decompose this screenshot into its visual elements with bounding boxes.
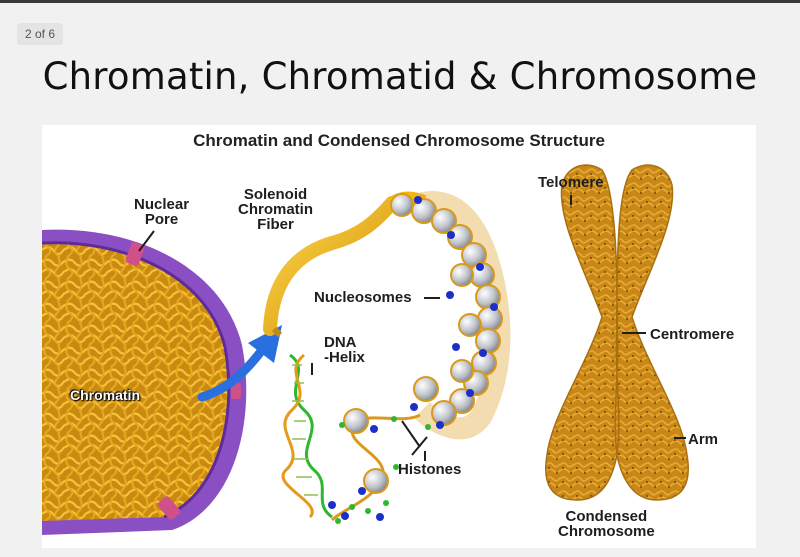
histone-strand — [328, 408, 431, 524]
dna-helix — [281, 353, 333, 519]
figure: Chromatin and Condensed Chromosome Struc… — [42, 125, 756, 548]
histone-icon — [410, 196, 498, 429]
label-dna-helix: DNA -Helix — [324, 334, 365, 366]
label-condensed-chromosome: Condensed Chromosome — [558, 508, 655, 540]
nucleosome-chain — [390, 191, 511, 440]
leader-lines — [138, 195, 686, 461]
nuclear-pore-icon — [125, 242, 241, 520]
label-telomere: Telomere — [538, 174, 604, 191]
label-arm: Arm — [688, 431, 719, 448]
page-indicator: 2 of 6 — [17, 23, 64, 45]
label-centromere: Centromere — [650, 326, 735, 343]
chromatin-diagram — [42, 164, 689, 536]
label-nucleosomes: Nucleosomes — [314, 289, 412, 306]
label-chromatin: Chromatin — [70, 387, 140, 403]
figure-title: Chromatin and Condensed Chromosome Struc… — [193, 131, 605, 150]
label-nuclear-pore: Nuclear Pore — [134, 196, 190, 228]
slide-title: Chromatin, Chromatid & Chromosome — [42, 55, 758, 98]
label-solenoid-chromatin-fiber: Solenoid Chromatin Fiber — [238, 186, 313, 233]
chromosome — [545, 164, 689, 501]
label-histones: Histones — [398, 461, 462, 478]
slide: 2 of 6 Chromatin, Chromatid & Chromosome — [0, 3, 800, 557]
nucleus — [42, 229, 247, 536]
